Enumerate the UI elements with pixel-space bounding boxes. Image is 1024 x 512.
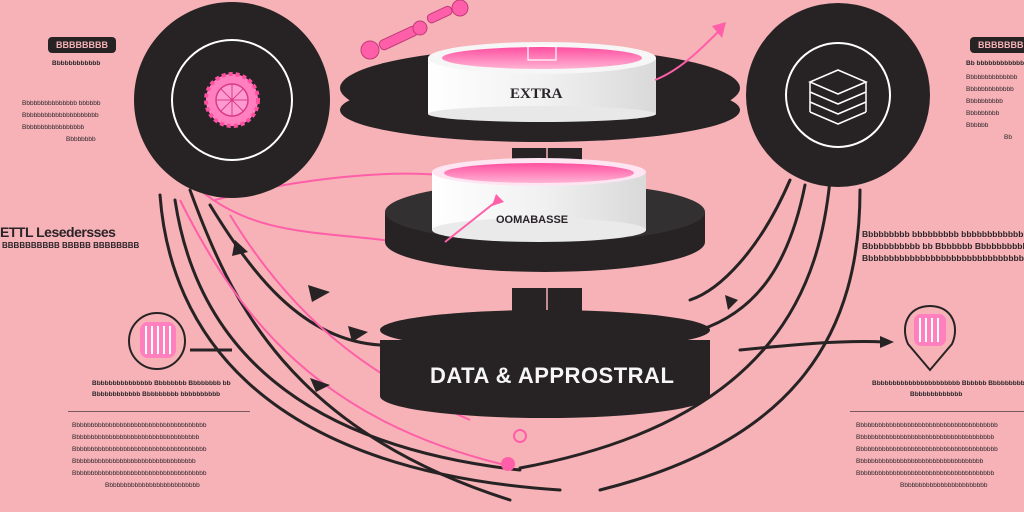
left-top-line: Bbbbbbbbbbbbbbbbbbbbb xyxy=(22,112,99,119)
bar-card-icon xyxy=(903,304,957,372)
right-body-line: Bbbbbbbbbbbbbbbbbbbbbbbbbbbbbbbbbbbbbb xyxy=(856,470,995,477)
right-top-line: Bb bbbbbbbbbbbb xyxy=(966,60,1024,67)
connector-lines xyxy=(158,178,887,502)
pink-curve xyxy=(179,199,506,466)
left-caption: Bbbbbbbbbbbb Bbbbbbbbb bbbbbbbbbb xyxy=(92,391,221,398)
arrow-icon xyxy=(308,285,330,302)
top-tier-label: EXTRA xyxy=(510,86,563,102)
left-body-line: Bbbbbbbbbbbbbbbbbbbbbbbbbbbbbbbbbbb xyxy=(72,434,200,441)
left-body-line: Bbbbbbbbbbbbbbbbbbbbbbbbbbbbbbbbbbbbb xyxy=(72,446,207,453)
left-body-line: Bbbbbbbbbbbbbbbbbbbbbbbbbbbbbbbbbb xyxy=(72,458,196,465)
right-top-line: Bbbbbb xyxy=(966,122,989,129)
connector-curve xyxy=(188,188,512,502)
left-body-line: Bbbbbbbbbbbbbbbbbbbbbbbbbbbbbbbbbbbbb xyxy=(72,422,207,429)
connector-curve xyxy=(698,183,807,332)
left-top-line: Bbbbbbbb xyxy=(66,136,96,143)
arrow-icon xyxy=(310,378,330,392)
bottom-tier-label: DATA & APPROSTRAL xyxy=(430,363,675,388)
right-top-line: Bb xyxy=(1004,134,1012,141)
connector-curve xyxy=(518,178,832,470)
middle-tier-label: OOMABASSE xyxy=(496,214,569,226)
gear-icon xyxy=(204,72,260,128)
left-top-line: Bbbbbbbbbbbbbbb bbbbbb xyxy=(22,100,101,107)
right-divider xyxy=(850,411,1024,412)
right-body-line: Bbbbbbbbbbbbbbbbbbbbbbbbbbbbbbbbbbbbbb xyxy=(856,434,995,441)
right-heading-line: Bbbbbbbbbbbbbbbbbbbbbbbbbbbbbbbbbbbbbbb xyxy=(862,253,1024,263)
arrow-icon xyxy=(712,22,726,38)
connector-curve xyxy=(738,340,887,352)
gear-node xyxy=(134,2,330,198)
arrow-icon xyxy=(880,336,894,348)
right-body-line: Bbbbbbbbbbbbbbbbbbbbbbbb xyxy=(900,482,988,489)
arrow-icon xyxy=(348,326,368,342)
right-top-line: Bbbbbbbbbbbbbb xyxy=(966,74,1018,81)
right-caption: Bbbbbbbbbbbbbbbbbbbbbb Bbbbbb Bbbbbbbbbb xyxy=(872,380,1024,387)
right-top-line: Bbbbbbbbbbbbb xyxy=(966,86,1014,93)
right-caption: Bbbbbbbbbbbbb xyxy=(910,391,963,398)
right-tag: BBBBBBBB xyxy=(970,37,1024,53)
right-heading-line: Bbbbbbbbb bbbbbbbbb bbbbbbbbbbbbbbbbb xyxy=(862,229,1024,239)
left-divider xyxy=(68,411,250,412)
bottom-tier xyxy=(380,310,710,418)
arrow-icon xyxy=(725,295,738,310)
left-body-line: Bbbbbbbbbbbbbbbbbbbbbbbbbbbbbbbbbbbbb xyxy=(72,470,207,477)
arrowheads xyxy=(232,240,894,392)
arrow-icon xyxy=(232,240,248,256)
pink-node-ring xyxy=(513,429,527,443)
left-heading: ETTL Lesedersses xyxy=(0,224,116,240)
right-body-line: Bbbbbbbbbbbbbbbbbbbbbbbbbbbbbbbbbbbbbbb xyxy=(856,446,998,453)
left-caption: Bbbbbbbbbbbbbbb Bbbbbbbb Bbbbbbbb bb xyxy=(92,380,231,387)
right-top-line: Bbbbbbbbbb xyxy=(966,98,1003,105)
stacked-layers-icon xyxy=(808,69,868,125)
connector-curve xyxy=(173,198,522,472)
growth-arrow xyxy=(654,31,719,81)
middle-tier xyxy=(385,158,705,272)
arrow-icon xyxy=(492,194,504,206)
connector-curve xyxy=(688,178,792,302)
top-tier xyxy=(340,42,740,142)
right-body-line: Bbbbbbbbbbbbbbbbbbbbbbbbbbbbbbbbbbb xyxy=(856,458,984,465)
connector-curve xyxy=(158,193,562,492)
layers-node xyxy=(746,3,930,187)
bar-card-icon xyxy=(128,312,232,370)
left-top-line: Bbbbbbbbbbbb xyxy=(52,60,101,67)
wrench-chain-icon xyxy=(360,0,469,60)
right-top-line: Bbbbbbbbb xyxy=(966,110,1000,117)
left-top-line: Bbbbbbbbbbbbbbbbb xyxy=(22,124,85,131)
connector-curve xyxy=(598,188,862,492)
left-tag: BBBBBBBB xyxy=(48,37,116,53)
connector-curve xyxy=(208,203,382,347)
left-subheading: BBBBBBBBBB BBBBB BBBBBBBB xyxy=(2,241,140,250)
right-body-line: Bbbbbbbbbbbbbbbbbbbbbbbbbbbbbbbbbbbbbbb xyxy=(856,422,998,429)
pink-node xyxy=(501,457,515,471)
left-body-line: Bbbbbbbbbbbbbbbbbbbbbbbbbb xyxy=(105,482,200,489)
right-heading-line: Bbbbbbbbbbb bb Bbbbbbb Bbbbbbbbbbbbbbb xyxy=(862,241,1024,251)
